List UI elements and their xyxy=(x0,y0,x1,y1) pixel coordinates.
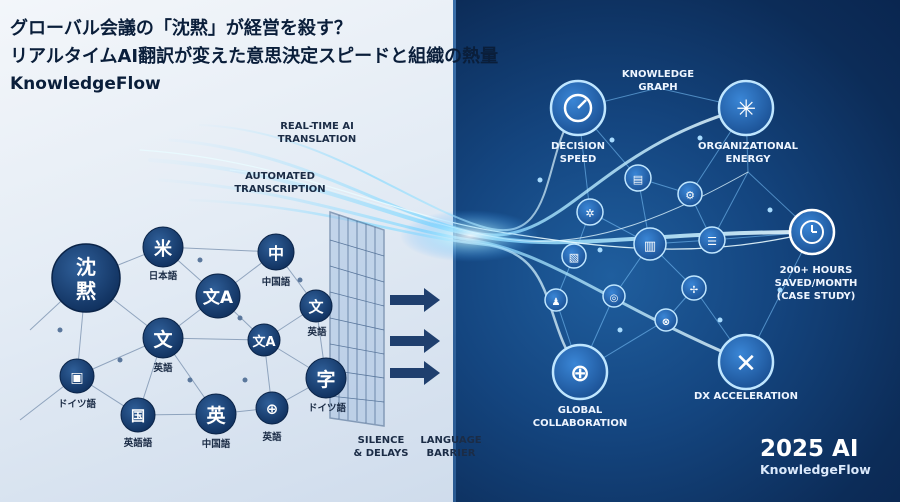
node-english-1 xyxy=(299,289,333,323)
svg-text:✢: ✢ xyxy=(690,285,698,296)
label-decision-speed: DECISION SPEED xyxy=(551,141,605,165)
svg-text:英: 英 xyxy=(206,404,226,427)
svg-text:⊕: ⊕ xyxy=(570,359,590,387)
right-network-dots xyxy=(537,135,783,333)
svg-text:♟: ♟ xyxy=(552,297,561,308)
stream-glow xyxy=(400,210,540,262)
node-german-2 xyxy=(59,358,95,394)
label-dx-acceleration: DX ACCELERATION xyxy=(693,391,799,402)
barrier-arrows xyxy=(390,288,440,385)
svg-text:▥: ▥ xyxy=(644,239,656,254)
svg-text:⊕: ⊕ xyxy=(266,400,279,418)
node-chart xyxy=(633,227,667,261)
node-small-2 xyxy=(677,181,703,207)
node-label-chinese-1: 中国語 xyxy=(261,277,291,288)
node-small-7 xyxy=(681,275,707,301)
node-dx xyxy=(717,333,775,391)
svg-text:⚙: ⚙ xyxy=(685,189,695,202)
node-english-2 xyxy=(142,317,184,359)
right-panel-background xyxy=(455,0,900,502)
node-small-1 xyxy=(624,164,652,192)
node-small-5 xyxy=(561,243,587,269)
node-label-japanese: 日本語 xyxy=(148,271,178,282)
svg-text:文: 文 xyxy=(153,328,173,351)
node-silence xyxy=(51,243,121,313)
svg-text:米: 米 xyxy=(154,238,173,260)
svg-text:文A: 文A xyxy=(203,287,234,308)
label-language-barrier: LANGUAGE BARRIER xyxy=(420,435,482,459)
svg-text:沈: 沈 xyxy=(76,255,96,279)
title-line-1: グローバル会議の「沈黙」が経営を殺す？ xyxy=(10,18,352,39)
svg-text:✳: ✳ xyxy=(736,95,756,123)
svg-text:☰: ☰ xyxy=(707,235,717,248)
node-english-3 xyxy=(120,397,156,433)
node-label-german-2: ドイツ語 xyxy=(57,399,96,410)
svg-text:字: 字 xyxy=(316,368,335,391)
label-global-collaboration: GLOBAL COLLABORATION xyxy=(532,405,628,429)
node-label-german-1: ドイツ語 xyxy=(307,403,346,414)
brand-name: KnowledgeFlow xyxy=(760,462,871,477)
node-japanese xyxy=(142,226,184,268)
brand-year: 2025 AI xyxy=(760,436,859,462)
svg-text:黙: 黙 xyxy=(76,279,97,303)
node-chinese-2 xyxy=(195,393,237,435)
label-realtime-translation: REAL-TIME AI TRANSLATION xyxy=(277,121,357,145)
title-brand: KnowledgeFlow xyxy=(10,74,161,94)
node-small-8 xyxy=(544,288,568,312)
label-hours-saved: 200+ HOURS SAVED/MONTH (CASE STUDY) xyxy=(774,265,858,302)
node-german-1 xyxy=(305,357,347,399)
node-small-9 xyxy=(654,308,678,332)
svg-text:◎: ◎ xyxy=(610,293,619,304)
left-nodes: 沈 黙 米 文A 中 文 文 文A 字 ▣ 国 英 ⊕ xyxy=(51,226,347,435)
svg-text:文: 文 xyxy=(308,298,324,316)
node-small-4 xyxy=(698,226,726,254)
node-translate-1 xyxy=(195,273,241,319)
label-org-energy: ORGANIZATIONAL ENERGY xyxy=(698,141,798,165)
svg-text:▣: ▣ xyxy=(70,370,83,386)
right-nodes: ✳ ⊕ ✕ ▤ ⚙ ✲ ▥ ☰ ▧ ◎ ✢ ♟ xyxy=(544,79,836,401)
node-small-6 xyxy=(602,284,626,308)
svg-text:中: 中 xyxy=(268,244,284,263)
svg-text:文A: 文A xyxy=(252,334,275,350)
node-english-4 xyxy=(255,391,289,425)
label-silence-delays: SILENCE & DELAYS xyxy=(353,435,409,459)
node-label-english-2: 英語 xyxy=(153,363,173,374)
node-translate-2 xyxy=(247,323,281,357)
node-label-chinese-2: 中国語 xyxy=(201,439,231,450)
title-line-2: リアルタイムAI翻訳が変えた意思決定スピードと組織の熱量 xyxy=(10,46,499,67)
svg-text:国: 国 xyxy=(131,409,145,425)
label-knowledge-graph: KNOWLEDGE GRAPH xyxy=(621,69,695,93)
label-automated-transcription: AUTOMATED TRANSCRIPTION xyxy=(234,171,326,195)
node-label-english-1: 英語 xyxy=(307,327,327,338)
node-label-english-4: 英語 xyxy=(262,432,282,443)
node-small-3 xyxy=(576,198,604,226)
brand-block: 2025 AI KnowledgeFlow xyxy=(760,436,890,477)
node-label-english-3: 英語語 xyxy=(123,438,153,449)
node-global xyxy=(551,343,609,401)
node-org-energy xyxy=(717,79,775,137)
svg-text:▤: ▤ xyxy=(633,173,643,186)
node-chinese-1 xyxy=(257,233,295,271)
svg-text:✕: ✕ xyxy=(735,349,757,379)
svg-text:▧: ▧ xyxy=(569,251,579,264)
svg-text:⊗: ⊗ xyxy=(662,317,670,328)
svg-text:✲: ✲ xyxy=(585,207,594,220)
